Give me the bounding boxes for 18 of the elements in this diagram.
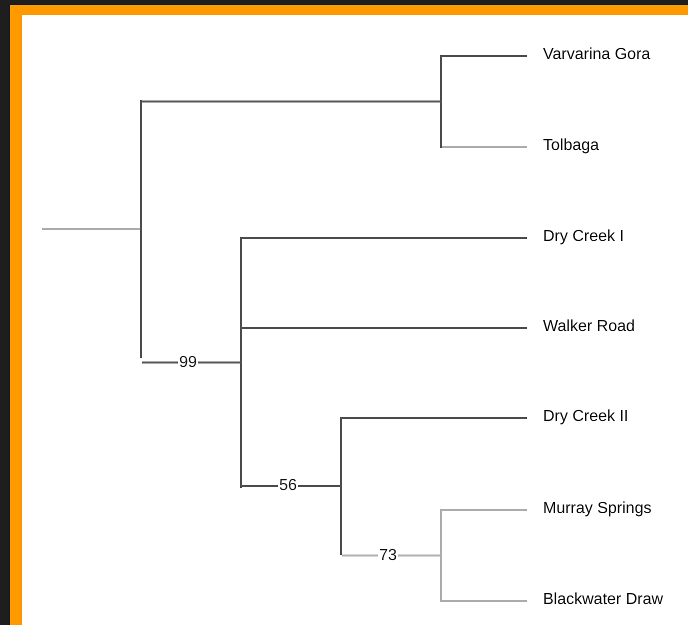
tree-branch xyxy=(342,554,440,556)
tree-branch xyxy=(242,237,527,239)
taxon-label: Dry Creek II xyxy=(543,407,628,427)
taxon-label: Murray Springs xyxy=(543,499,652,519)
tree-branch xyxy=(342,417,527,419)
tree-branch xyxy=(442,600,527,602)
tree-branch xyxy=(242,327,527,329)
taxon-label: Tolbaga xyxy=(543,136,600,156)
tree-branch xyxy=(442,509,527,511)
taxon-label: Varvarina Gora xyxy=(543,45,650,65)
taxon-label: Blackwater Draw xyxy=(543,590,664,610)
tree-branch xyxy=(442,55,527,57)
tree-branch xyxy=(242,485,340,487)
tree-branch xyxy=(442,146,527,148)
tree-branch xyxy=(142,100,440,102)
tree-branch xyxy=(42,228,140,230)
taxon-label: Walker Road xyxy=(543,317,635,337)
taxon-label: Dry Creek I xyxy=(543,227,624,247)
